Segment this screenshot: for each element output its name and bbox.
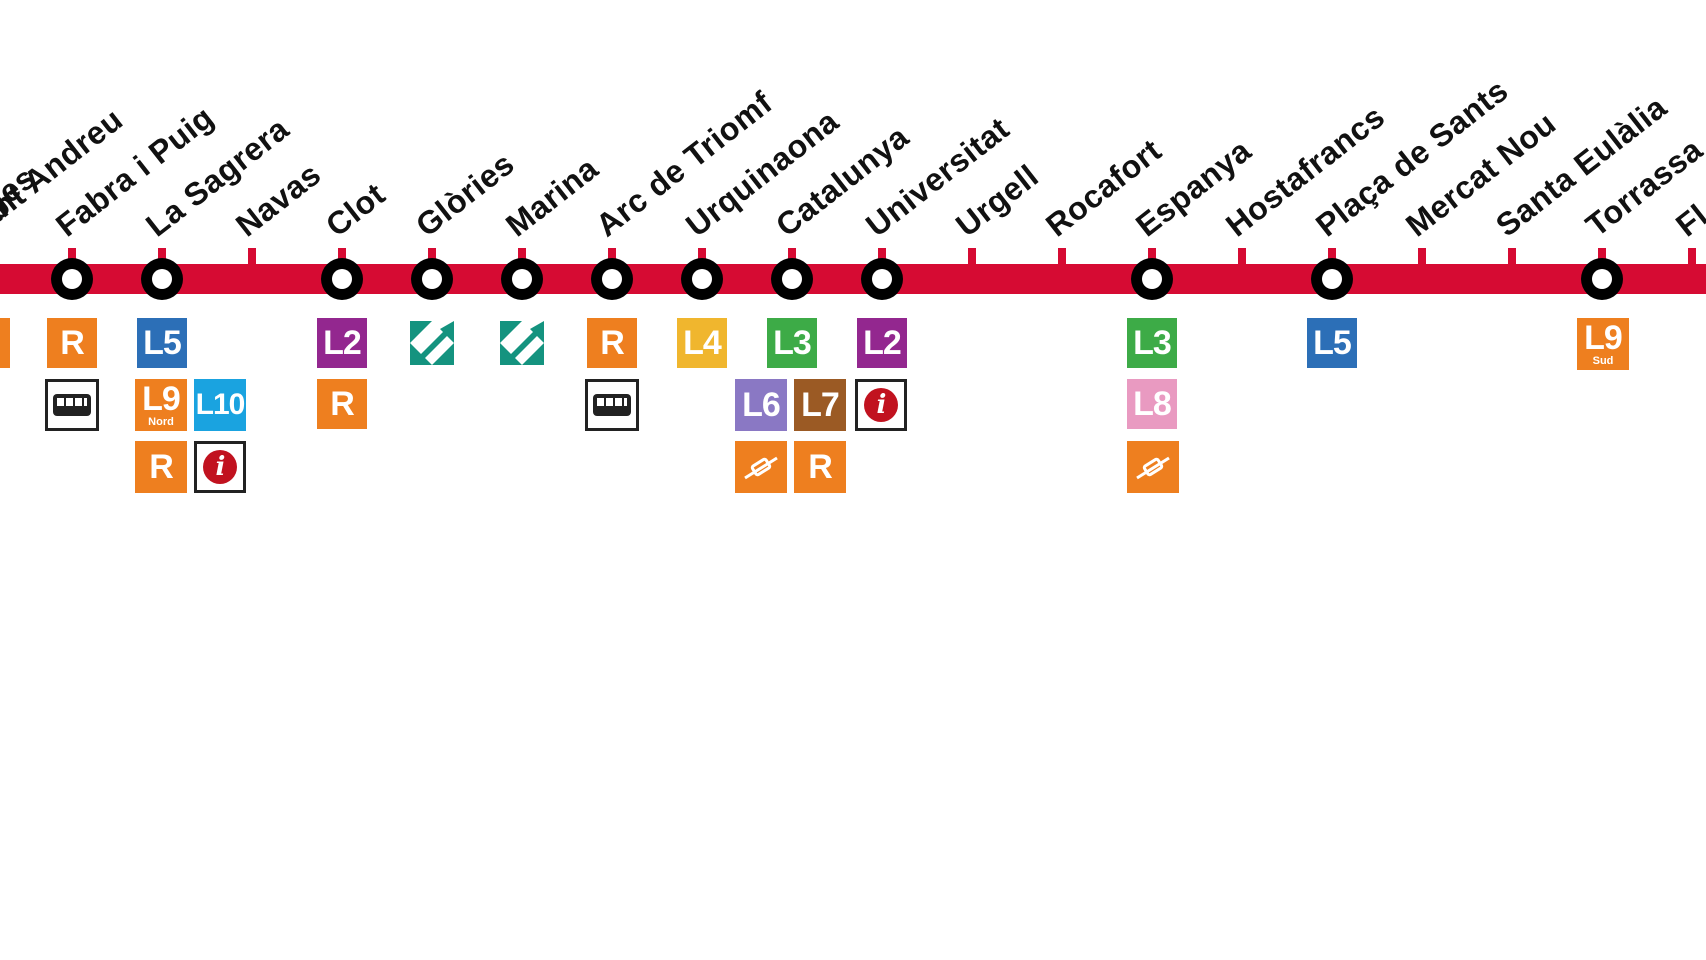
funicular-connection <box>1127 441 1179 493</box>
station-tick-urgell <box>968 248 976 266</box>
station-node-fabra-i-puig[interactable] <box>51 258 93 300</box>
station-label[interactable]: Fl <box>1669 197 1706 244</box>
station-tick-arc-de-triomf <box>608 248 616 266</box>
line-badge-l6: L6 <box>735 379 787 431</box>
station-tick-rocafort <box>1058 248 1066 266</box>
station-node-placa-de-sants[interactable] <box>1311 258 1353 300</box>
station-label[interactable]: Clot <box>319 175 392 244</box>
line-badge-l10: L10 <box>194 379 246 431</box>
station-label[interactable]: Glòries <box>409 145 521 244</box>
line-badge-l5: L5 <box>1307 318 1357 368</box>
station-tick-mercat-nou <box>1418 248 1426 266</box>
station-tick-florida <box>1688 248 1696 266</box>
info-icon: i <box>864 388 898 422</box>
station-node-urquinaona[interactable] <box>681 258 723 300</box>
bus-icon <box>593 394 631 416</box>
info-icon: i <box>203 450 237 484</box>
rodalies-badge: R <box>587 318 637 368</box>
funicular-icon <box>1136 456 1170 480</box>
line-badge-l3: L3 <box>767 318 817 368</box>
station-tick-navas <box>248 248 256 266</box>
info-point: i <box>855 379 907 431</box>
rodalies-badge-partial: R <box>0 318 10 368</box>
line-badge-l5: L5 <box>137 318 187 368</box>
info-point: i <box>194 441 246 493</box>
rodalies-badge: R <box>794 441 846 493</box>
rodalies-badge: R <box>135 441 187 493</box>
rodalies-badge: R <box>47 318 97 368</box>
tram-icon <box>500 321 544 365</box>
bus-connection <box>45 379 99 431</box>
line-badge-l7: L7 <box>794 379 846 431</box>
station-node-arc-de-triomf[interactable] <box>591 258 633 300</box>
station-tick-catalunya <box>788 248 796 266</box>
funicular-icon <box>744 456 778 480</box>
funicular-connection <box>735 441 787 493</box>
station-tick-hostafrancs <box>1238 248 1246 266</box>
station-tick-la-sagrera <box>158 248 166 266</box>
station-node-glories[interactable] <box>411 258 453 300</box>
station-tick-fabra-i-puig <box>68 248 76 266</box>
tram-connection <box>497 318 547 368</box>
station-tick-clot <box>338 248 346 266</box>
tram-connection <box>407 318 457 368</box>
station-node-torrassa[interactable] <box>1581 258 1623 300</box>
rodalies-badge: R <box>317 379 367 429</box>
station-tick-santa-eulalia <box>1508 248 1516 266</box>
station-tick-universitat <box>878 248 886 266</box>
station-tick-marina <box>518 248 526 266</box>
station-tick-espanya <box>1148 248 1156 266</box>
line-badge-l2: L2 <box>857 318 907 368</box>
bus-icon <box>53 394 91 416</box>
tram-icon <box>410 321 454 365</box>
line-badge-l8: L8 <box>1127 379 1177 429</box>
bus-connection <box>585 379 639 431</box>
line-badge-l3: L3 <box>1127 318 1177 368</box>
station-tick-torrassa <box>1598 248 1606 266</box>
station-node-marina[interactable] <box>501 258 543 300</box>
station-node-catalunya[interactable] <box>771 258 813 300</box>
line-badge-l2: L2 <box>317 318 367 368</box>
line-bar <box>0 264 1706 294</box>
station-node-universitat[interactable] <box>861 258 903 300</box>
station-node-clot[interactable] <box>321 258 363 300</box>
station-node-espanya[interactable] <box>1131 258 1173 300</box>
station-tick-placa-de-sants <box>1328 248 1336 266</box>
station-tick-urquinaona <box>698 248 706 266</box>
station-label[interactable]: Marina <box>499 149 605 244</box>
station-tick-glories <box>428 248 436 266</box>
station-node-la-sagrera[interactable] <box>141 258 183 300</box>
line-badge-l4: L4 <box>677 318 727 368</box>
